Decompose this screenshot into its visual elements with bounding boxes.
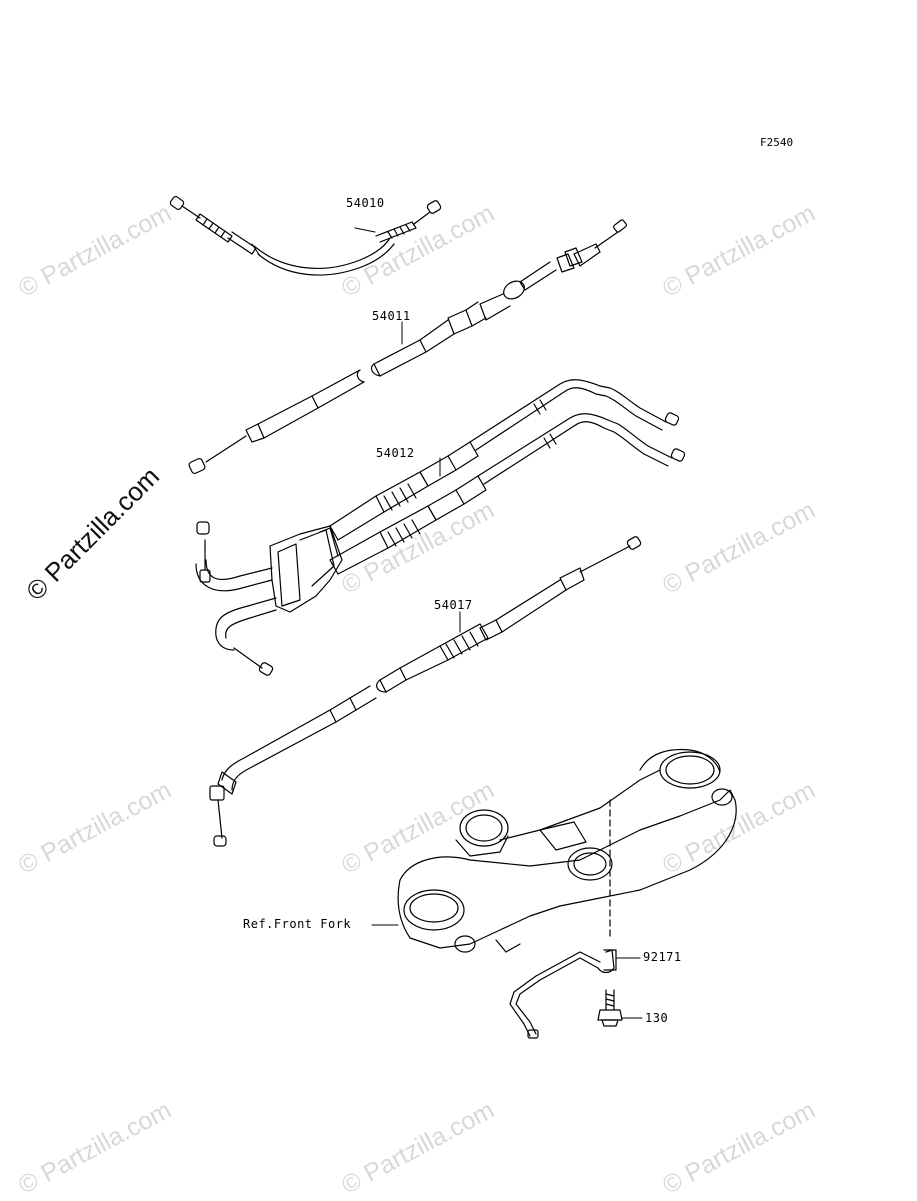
- part-label-54017: 54017: [434, 598, 473, 612]
- part-label-54010: 54010: [346, 196, 385, 210]
- cable-54012: [195, 379, 686, 676]
- figure-code: F2540: [760, 136, 794, 149]
- reference-label-front-fork: Ref.Front Fork: [243, 917, 352, 931]
- cable-54011: [188, 219, 627, 475]
- cable-54017: [209, 536, 642, 847]
- part-label-130: 130: [645, 1011, 669, 1025]
- bolt-130: [597, 989, 623, 1027]
- part-label-54012: 54012: [376, 446, 415, 460]
- triple-clamp: [397, 748, 737, 953]
- part-label-92171: 92171: [643, 950, 682, 964]
- part-label-54011: 54011: [372, 309, 411, 323]
- clamp-92171: [509, 949, 617, 1039]
- cable-54010: [169, 196, 442, 276]
